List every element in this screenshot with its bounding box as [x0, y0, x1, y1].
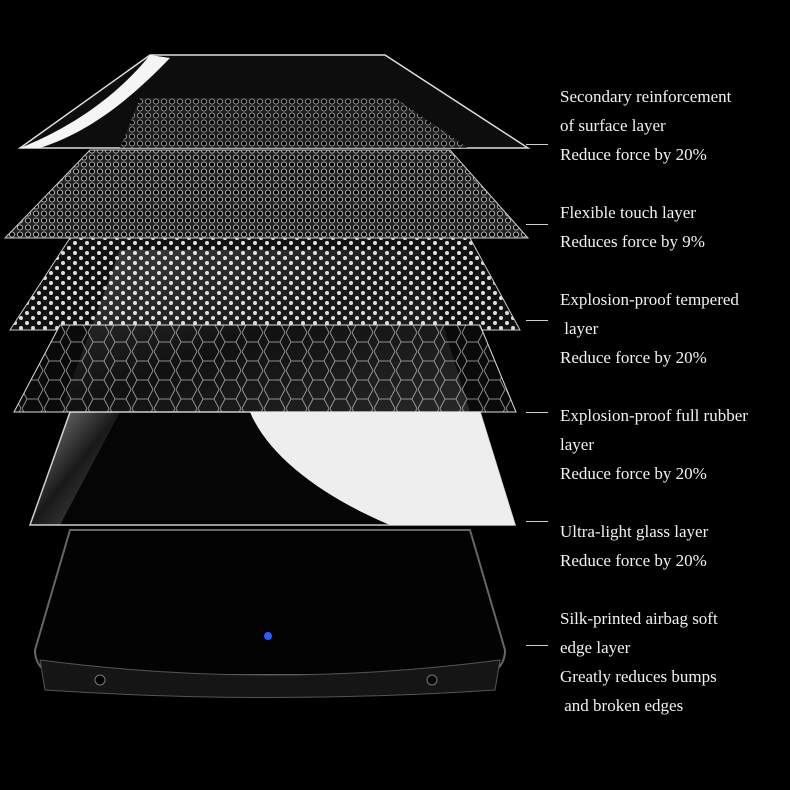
phone-body [33, 529, 507, 698]
label-line: Reduces force by 9% [560, 232, 705, 251]
label-line: Silk-printed airbag soft [560, 609, 718, 628]
leader-line [526, 224, 548, 225]
label-line: layer [560, 319, 599, 338]
leader-line [526, 645, 548, 646]
label-line: Secondary reinforcement [560, 87, 732, 106]
layer-flexible-touch [3, 149, 530, 239]
label-line: Explosion-proof full rubber [560, 406, 748, 425]
label-line: and broken edges [560, 696, 684, 715]
leader-line [526, 144, 548, 145]
speaker-hole-icon [94, 674, 106, 686]
label-line: of surface layer [560, 116, 666, 135]
glass-sheen [60, 250, 470, 412]
leader-line [526, 412, 548, 413]
label-line: Ultra-light glass layer [560, 522, 709, 541]
leader-line [526, 320, 548, 321]
label-line: Reduce force by 20% [560, 145, 707, 164]
leader-line [526, 521, 548, 522]
label-line: Explosion-proof tempered [560, 290, 739, 309]
label-line: Reduce force by 20% [560, 348, 707, 367]
label-line: edge layer [560, 638, 631, 657]
label-line: Flexible touch layer [560, 203, 696, 222]
layer-surface-reinforcement [17, 54, 531, 149]
speaker-hole-icon [426, 674, 438, 686]
label-line: Greatly reduces bumps [560, 667, 717, 686]
label-line: Reduce force by 20% [560, 551, 707, 570]
front-camera-icon [264, 632, 272, 640]
layer-ultra-light-glass [28, 411, 517, 526]
label-line: Reduce force by 20% [560, 464, 707, 483]
label-line: layer [560, 435, 594, 454]
